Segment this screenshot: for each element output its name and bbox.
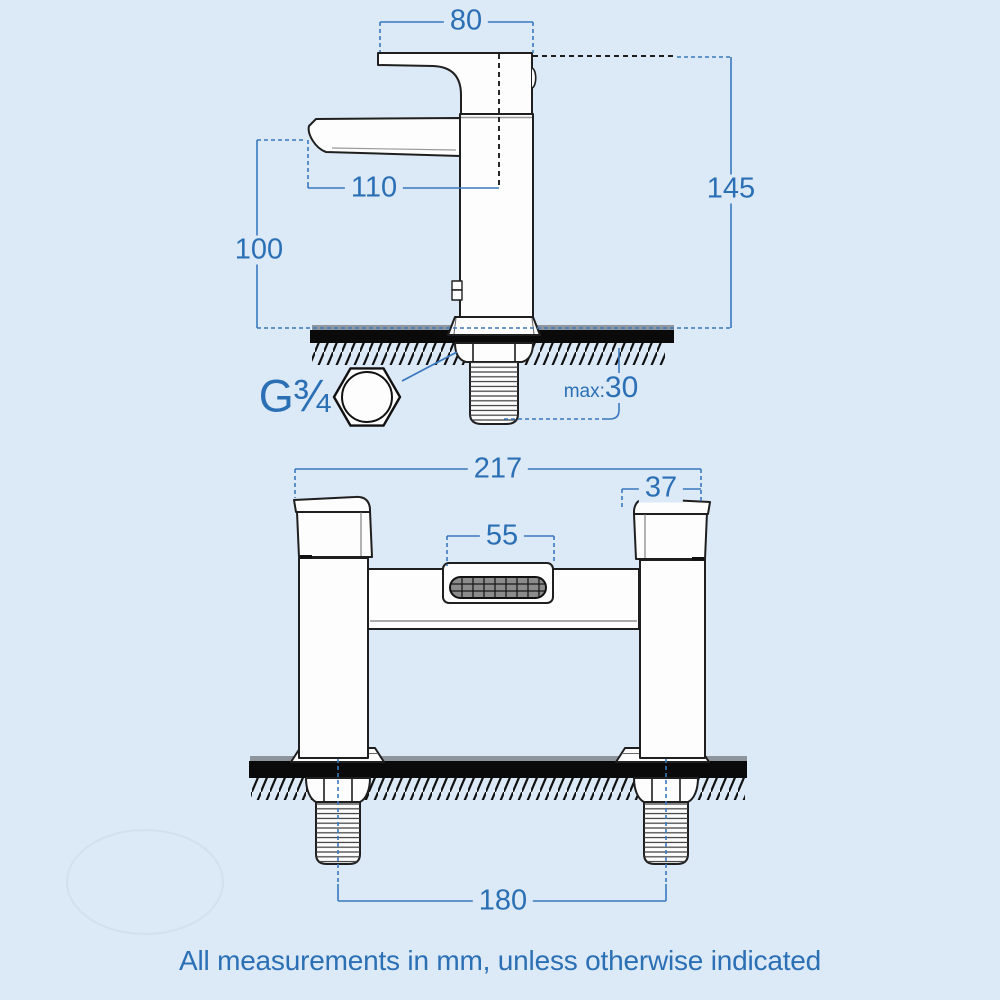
basin-tap-side-view <box>256 21 732 427</box>
dim-label-110: 110 <box>344 173 404 203</box>
dim-label-217: 217 <box>467 454 529 484</box>
basin-tap-spout <box>307 117 461 157</box>
dim-label-145: 145 <box>700 174 762 204</box>
thread-leader-line <box>401 351 458 382</box>
bath-spout-grille <box>449 576 547 599</box>
bath-left-handle <box>293 495 373 559</box>
dim-label-100: 100 <box>228 235 290 265</box>
bath-spout-outlet <box>442 562 554 604</box>
basin-dimension-lines <box>256 21 732 420</box>
watermark-circle <box>66 829 224 935</box>
basin-base-flange <box>447 316 541 336</box>
dim-label-55: 55 <box>479 521 525 551</box>
basin-tap-body <box>459 113 534 318</box>
basin-centerline-dashes <box>498 54 677 188</box>
basin-threaded-tail <box>469 361 519 425</box>
bath-right-pillar <box>639 559 706 759</box>
dim-label-37: 37 <box>638 473 684 503</box>
thread-size-label: G¾ <box>258 370 331 422</box>
dim-label-max-30: max:30 <box>557 371 645 404</box>
bath-deck <box>249 756 747 800</box>
bath-left-pillar <box>298 557 369 759</box>
dim-max-value: 30 <box>604 371 639 404</box>
dim-max-prefix: max: <box>563 381 605 402</box>
bath-right-handle <box>633 497 711 561</box>
dim-label-80: 80 <box>443 6 489 36</box>
bath-filler-front-view <box>249 468 747 902</box>
basin-backnut <box>454 342 534 363</box>
footer-note: All measurements in mm, unless otherwise… <box>178 945 822 976</box>
basin-body-clip-detail <box>451 280 463 301</box>
basin-handle-bump <box>531 67 537 89</box>
bath-deck-hatching <box>251 778 745 800</box>
basin-tap-handle <box>377 52 533 115</box>
dim-label-180: 180 <box>472 886 534 916</box>
thread-size-hex-icon <box>332 367 402 427</box>
bath-threaded-tails <box>315 801 689 865</box>
